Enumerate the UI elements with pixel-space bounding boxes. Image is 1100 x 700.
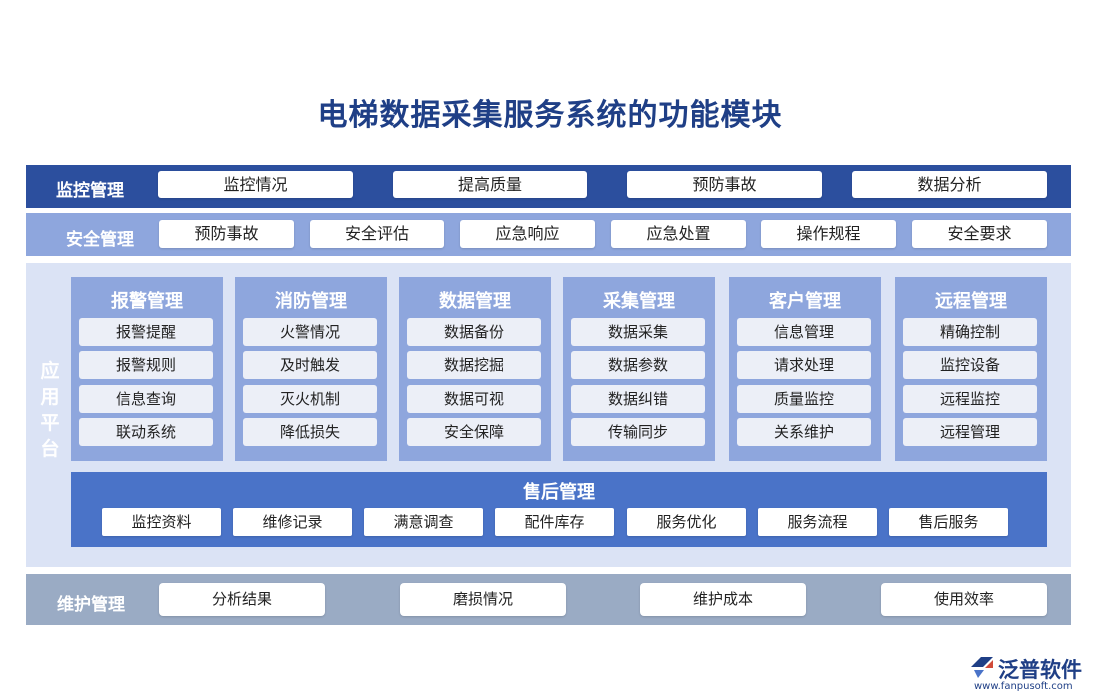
module-title: 远程管理 <box>935 291 1007 312</box>
aftersales-item: 配件库存 <box>495 508 614 536</box>
module-item: 数据备份 <box>407 318 541 346</box>
aftersales-item: 满意调查 <box>364 508 483 536</box>
module-item: 安全保障 <box>407 418 541 446</box>
monitor-item: 预防事故 <box>627 171 822 198</box>
maintenance-item: 分析结果 <box>159 583 325 616</box>
module-item: 关系维护 <box>737 418 871 446</box>
module-alarm: 报警管理 报警提醒 报警规则 信息查询 联动系统 <box>71 277 223 461</box>
module-title: 消防管理 <box>275 291 347 312</box>
brand-logo-name: 泛普软件 <box>998 658 1082 682</box>
maintenance-item: 磨损情况 <box>400 583 566 616</box>
aftersales-item: 服务优化 <box>627 508 746 536</box>
module-item: 灭火机制 <box>243 385 377 413</box>
module-item: 数据采集 <box>571 318 705 346</box>
module-item: 降低损失 <box>243 418 377 446</box>
maintenance-item: 维护成本 <box>640 583 806 616</box>
app-label-char: 应 <box>40 360 60 382</box>
aftersales-item: 售后服务 <box>889 508 1008 536</box>
page-title: 电梯数据采集服务系统的功能模块 <box>317 98 783 133</box>
module-item: 远程管理 <box>903 418 1037 446</box>
brand-logo: 泛普软件 www.fanpusoft.com <box>968 652 1093 692</box>
monitor-item: 数据分析 <box>852 171 1047 198</box>
brand-logo-url: www.fanpusoft.com <box>974 681 1073 692</box>
safety-item: 应急响应 <box>460 220 595 248</box>
module-item: 报警规则 <box>79 351 213 379</box>
aftersales-item: 维修记录 <box>233 508 352 536</box>
module-item: 数据纠错 <box>571 385 705 413</box>
module-title: 采集管理 <box>603 291 675 312</box>
maintenance-item: 使用效率 <box>881 583 1047 616</box>
maintenance-band: 维护管理 分析结果 磨损情况 维护成本 使用效率 <box>26 574 1071 625</box>
safety-item: 操作规程 <box>761 220 896 248</box>
aftersales-item: 服务流程 <box>758 508 877 536</box>
application-platform-band: 应 用 平 台 报警管理 报警提醒 报警规则 信息查询 联动系统 消防管理 火警… <box>26 263 1071 567</box>
module-item: 报警提醒 <box>79 318 213 346</box>
aftersales-section: 售后管理 监控资料 维修记录 满意调查 配件库存 服务优化 服务流程 售后服务 <box>71 472 1047 547</box>
module-item: 数据可视 <box>407 385 541 413</box>
module-item: 传输同步 <box>571 418 705 446</box>
module-title: 客户管理 <box>769 291 841 312</box>
monitor-item: 监控情况 <box>158 171 353 198</box>
module-collection: 采集管理 数据采集 数据参数 数据纠错 传输同步 <box>563 277 715 461</box>
module-item: 火警情况 <box>243 318 377 346</box>
module-remote: 远程管理 精确控制 监控设备 远程监控 远程管理 <box>895 277 1047 461</box>
app-label-char: 台 <box>40 438 60 460</box>
monitor-item: 提高质量 <box>393 171 587 198</box>
module-item: 监控设备 <box>903 351 1037 379</box>
maintenance-band-label: 维护管理 <box>57 595 125 615</box>
app-label-char: 用 <box>40 386 60 408</box>
module-fire: 消防管理 火警情况 及时触发 灭火机制 降低损失 <box>235 277 387 461</box>
module-item: 质量监控 <box>737 385 871 413</box>
safety-item: 预防事故 <box>159 220 294 248</box>
module-title: 数据管理 <box>439 291 511 312</box>
app-label-char: 平 <box>40 412 60 434</box>
module-item: 信息管理 <box>737 318 871 346</box>
monitor-band: 监控管理 监控情况 提高质量 预防事故 数据分析 <box>26 165 1071 208</box>
module-item: 数据挖掘 <box>407 351 541 379</box>
module-item: 精确控制 <box>903 318 1037 346</box>
safety-band: 安全管理 预防事故 安全评估 应急响应 应急处置 操作规程 安全要求 <box>26 213 1071 256</box>
module-item: 信息查询 <box>79 385 213 413</box>
module-item: 数据参数 <box>571 351 705 379</box>
module-item: 远程监控 <box>903 385 1037 413</box>
aftersales-title: 售后管理 <box>523 482 595 503</box>
aftersales-item: 监控资料 <box>102 508 221 536</box>
safety-item: 安全评估 <box>310 220 444 248</box>
brand-logo-icon <box>971 657 993 678</box>
module-item: 及时触发 <box>243 351 377 379</box>
module-title: 报警管理 <box>111 291 183 312</box>
module-data: 数据管理 数据备份 数据挖掘 数据可视 安全保障 <box>399 277 551 461</box>
module-customer: 客户管理 信息管理 请求处理 质量监控 关系维护 <box>729 277 881 461</box>
module-item: 请求处理 <box>737 351 871 379</box>
monitor-band-label: 监控管理 <box>56 181 124 201</box>
safety-band-label: 安全管理 <box>66 230 134 250</box>
application-platform-label: 应 用 平 台 <box>38 358 62 462</box>
safety-item: 应急处置 <box>611 220 746 248</box>
safety-item: 安全要求 <box>912 220 1047 248</box>
module-item: 联动系统 <box>79 418 213 446</box>
